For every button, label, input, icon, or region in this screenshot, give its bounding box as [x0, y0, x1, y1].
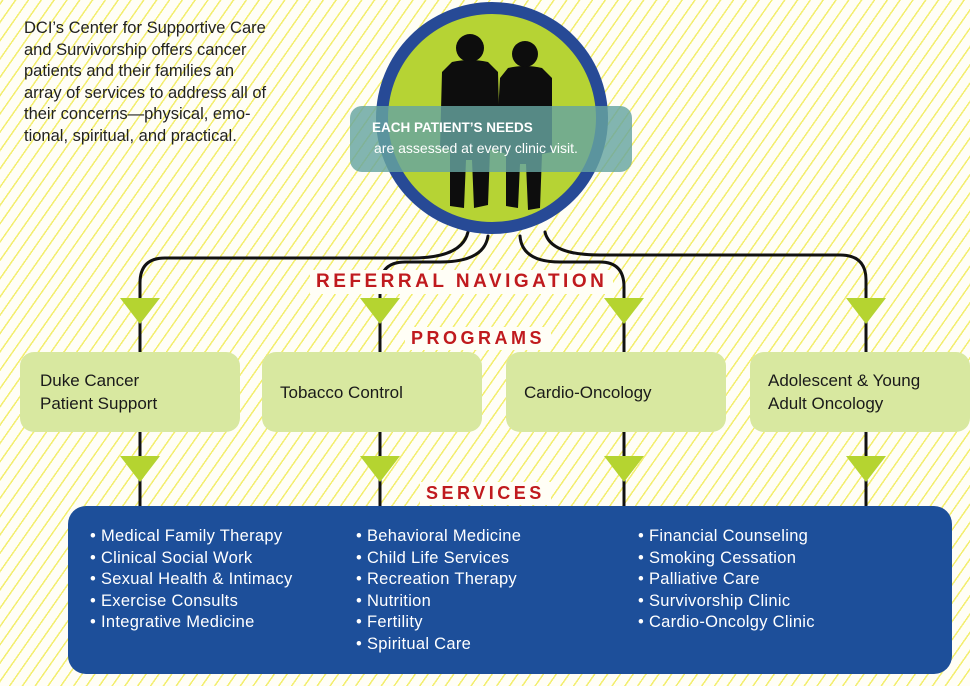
service-item: Palliative Care	[638, 569, 815, 591]
program-line: Duke Cancer	[40, 371, 140, 390]
program-adolescent-young-adult-oncology: Adolescent & Young Adult Oncology	[750, 352, 970, 432]
service-item: Behavioral Medicine	[356, 526, 521, 548]
services-column: Behavioral Medicine Child Life Services …	[356, 526, 521, 656]
intro-line: array of services to address all of	[24, 83, 267, 102]
service-item: Sexual Health & Intimacy	[90, 569, 293, 591]
arrow-down-icon	[120, 298, 160, 324]
service-item: Nutrition	[356, 591, 521, 613]
arrow-down-icon	[360, 456, 400, 482]
service-item: Fertility	[356, 612, 521, 634]
arrow-down-icon	[604, 456, 644, 482]
referral-navigation-label: REFERRAL NAVIGATION	[310, 270, 614, 294]
programs-label: PROGRAMS	[405, 327, 552, 350]
intro-line: their concerns—physical, emo-	[24, 105, 251, 123]
connector-right	[543, 230, 868, 512]
needs-title: EACH PATIENT’S NEEDS	[372, 120, 533, 135]
service-item: Clinical Social Work	[90, 548, 293, 570]
program-line: Cardio-Oncology	[524, 382, 652, 402]
intro-line: tional, spiritual, and practical.	[24, 126, 237, 145]
service-item: Integrative Medicine	[90, 612, 293, 634]
service-item: Child Life Services	[356, 548, 521, 570]
needs-subtitle: are assessed at every clinic visit.	[374, 140, 578, 156]
program-duke-cancer-patient-support: Duke Cancer Patient Support	[20, 352, 240, 432]
arrow-down-icon	[360, 298, 400, 324]
intro-line: patients and their families an	[24, 62, 235, 80]
services-panel: Medical Family Therapy Clinical Social W…	[68, 506, 952, 674]
service-item: Financial Counseling	[638, 526, 815, 548]
connector-left	[138, 230, 470, 512]
patient-needs-callout: EACH PATIENT’S NEEDS are assessed at eve…	[350, 106, 632, 172]
intro-text: DCI’s Center for Supportive Care and Sur…	[24, 18, 324, 147]
service-item: Cardio-Oncolgy Clinic	[638, 612, 815, 634]
service-item: Medical Family Therapy	[90, 526, 293, 548]
program-line: Adult Oncology	[768, 394, 884, 413]
program-line: Adolescent & Young	[768, 371, 921, 390]
services-column: Financial Counseling Smoking Cessation P…	[638, 526, 815, 634]
arrow-down-icon	[120, 456, 160, 482]
service-item: Survivorship Clinic	[638, 591, 815, 613]
service-item: Smoking Cessation	[638, 548, 815, 570]
arrow-down-icon	[846, 298, 886, 324]
services-label: SERVICES	[420, 482, 551, 505]
service-item: Recreation Therapy	[356, 569, 521, 591]
connector-mid-right	[518, 234, 626, 512]
program-cardio-oncology: Cardio-Oncology	[506, 352, 726, 432]
program-line: Patient Support	[40, 394, 158, 413]
service-item: Exercise Consults	[90, 591, 293, 613]
service-item: Spiritual Care	[356, 634, 521, 656]
arrow-down-icon	[604, 298, 644, 324]
arrow-down-icon	[846, 456, 886, 482]
program-tobacco-control: Tobacco Control	[262, 352, 482, 432]
intro-line: and Survivorship offers cancer	[24, 40, 247, 59]
program-line: Tobacco Control	[280, 382, 403, 402]
intro-line: DCI’s Center for Supportive Care	[24, 19, 266, 37]
services-column: Medical Family Therapy Clinical Social W…	[90, 526, 293, 634]
